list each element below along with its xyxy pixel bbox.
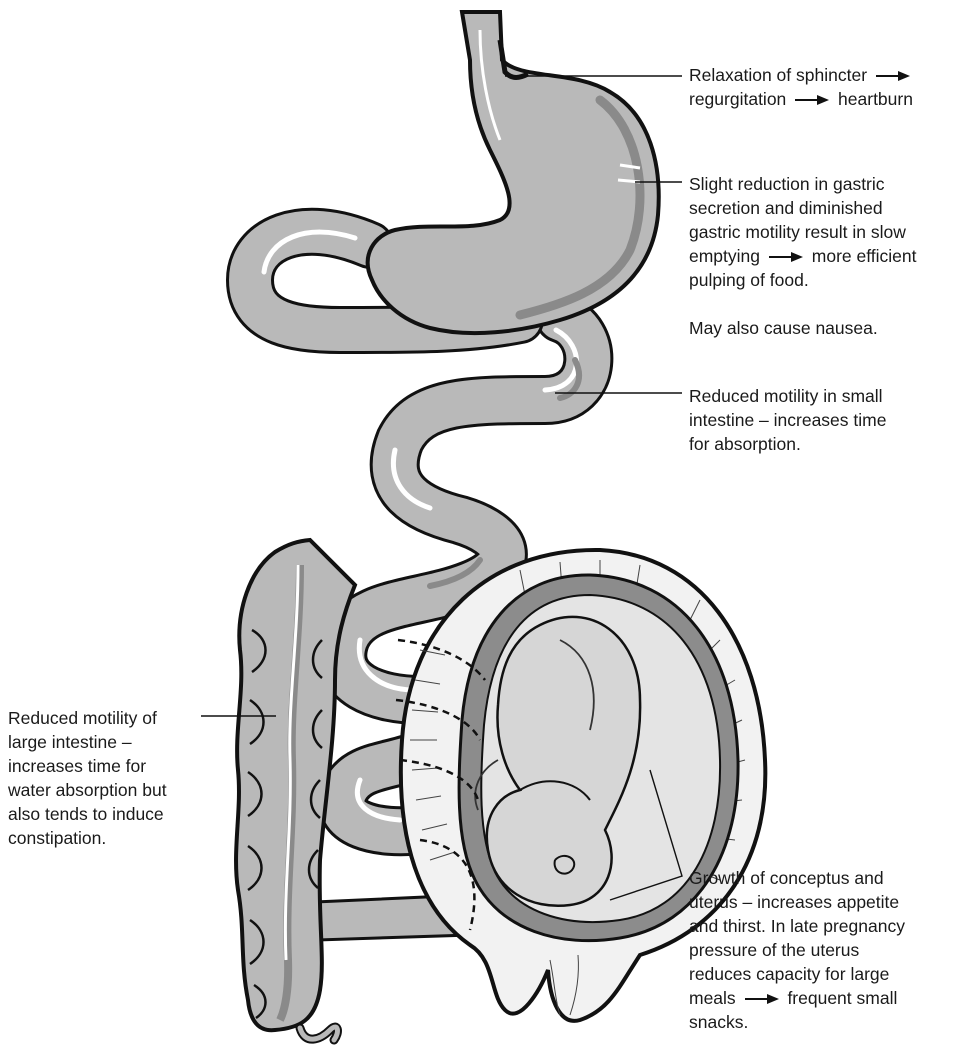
uterus-line2: uterus – increases appetite: [689, 890, 905, 914]
small-intestine-annotation: Reduced motility in small intestine – in…: [689, 384, 886, 456]
uterus-line4: pressure of the uterus: [689, 938, 905, 962]
right-arrow-icon: [876, 70, 910, 82]
stomach-line4a: emptying: [689, 246, 760, 266]
uterus-line6a: meals: [689, 988, 736, 1008]
stomach-line2: secretion and diminished: [689, 196, 917, 220]
stomach-annotation: Slight reduction in gastric secretion an…: [689, 172, 917, 292]
stomach-line3: gastric motility result in slow: [689, 220, 917, 244]
uterus-line7: snacks.: [689, 1010, 905, 1034]
uterus-line3: and thirst. In late pregnancy: [689, 914, 905, 938]
large-line4: water absorption but: [8, 778, 167, 802]
large-intestine-annotation: Reduced motility of large intestine – in…: [8, 706, 167, 850]
large-line2: large intestine –: [8, 730, 167, 754]
stomach-line1: Slight reduction in gastric: [689, 172, 917, 196]
large-line1: Reduced motility of: [8, 706, 167, 730]
large-line6: constipation.: [8, 826, 167, 850]
stomach: [250, 12, 659, 333]
sphincter-line1: Relaxation of sphincter: [689, 65, 867, 85]
sphincter-line2b: heartburn: [838, 89, 913, 109]
nausea-annotation: May also cause nausea.: [689, 316, 878, 340]
right-arrow-icon: [795, 94, 829, 106]
stomach-line5: pulping of food.: [689, 268, 917, 292]
large-line3: increases time for: [8, 754, 167, 778]
stomach-line4b: more efficient: [812, 246, 917, 266]
uterus-line1: Growth of conceptus and: [689, 866, 905, 890]
small-line3: for absorption.: [689, 432, 886, 456]
right-arrow-icon: [769, 251, 803, 263]
large-line5: also tends to induce: [8, 802, 167, 826]
small-line1: Reduced motility in small: [689, 384, 886, 408]
right-arrow-icon: [745, 993, 779, 1005]
sphincter-annotation: Relaxation of sphincter regurgitation he…: [689, 63, 914, 111]
uterus-line5: reduces capacity for large: [689, 962, 905, 986]
nausea-text: May also cause nausea.: [689, 316, 878, 340]
uterus-annotation: Growth of conceptus and uterus – increas…: [689, 866, 905, 1034]
uterus-line6b: frequent small: [787, 988, 897, 1008]
small-line2: intestine – increases time: [689, 408, 886, 432]
sphincter-line2a: regurgitation: [689, 89, 786, 109]
